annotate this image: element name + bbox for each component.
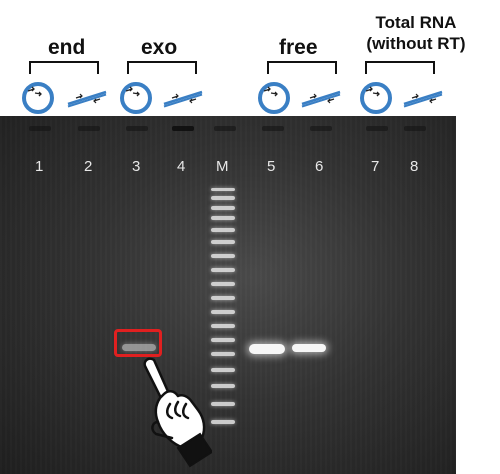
ladder-band [211, 384, 235, 388]
ladder-band [211, 282, 235, 286]
ladder-band [211, 228, 235, 232]
ladder-band [211, 240, 235, 244]
bracket-free [267, 61, 337, 74]
gel-well [172, 126, 194, 131]
sample-band-lane-3 [122, 344, 156, 351]
ladder-band [211, 216, 235, 220]
ladder-band [211, 324, 235, 328]
gel-well [310, 126, 332, 131]
lane-label-7: 7 [371, 158, 380, 175]
ladder-band [211, 310, 235, 314]
group-label-exo: exo [141, 36, 178, 59]
linear-template-icon [301, 90, 341, 108]
ladder-band [211, 402, 235, 406]
group-label-total-rna: Total RNA (without RT) [356, 12, 476, 54]
right-margin [456, 116, 500, 474]
group-label-free: free [279, 36, 318, 59]
ladder-band [211, 338, 235, 342]
circular-template-icon [360, 82, 392, 114]
ladder-band [211, 420, 235, 424]
sample-band-lane-6 [292, 344, 326, 352]
group-label-total-rna-line2: (without RT) [366, 34, 466, 53]
lane-label-1: 1 [35, 158, 44, 175]
gel-well [366, 126, 388, 131]
ladder-band [211, 254, 235, 258]
gel-image: 1 2 3 4 M 5 6 7 8 [0, 116, 456, 474]
linear-template-icon [67, 90, 107, 108]
circular-template-icon [258, 82, 290, 114]
circular-template-icon [120, 82, 152, 114]
gel-well [214, 126, 236, 131]
gel-well [262, 126, 284, 131]
lane-label-2: 2 [84, 158, 93, 175]
ladder-band [211, 368, 235, 372]
bracket-total-rna [365, 61, 435, 74]
lane-label-8: 8 [410, 158, 419, 175]
sample-band-lane-5 [249, 344, 285, 354]
header-area: end exo free Total RNA (without RT) [0, 0, 500, 116]
pointing-hand-icon [143, 357, 212, 468]
bracket-end [29, 61, 99, 74]
ladder-band [211, 352, 235, 356]
gel-well [404, 126, 426, 131]
group-label-total-rna-line1: Total RNA [375, 13, 457, 32]
lane-label-6: 6 [315, 158, 324, 175]
linear-template-icon [163, 90, 203, 108]
linear-template-icon [403, 90, 443, 108]
lane-label-5: 5 [267, 158, 276, 175]
group-label-end: end [48, 36, 86, 59]
bracket-exo [127, 61, 197, 74]
ladder-band [211, 206, 235, 210]
lane-label-4: 4 [177, 158, 186, 175]
ladder-band [211, 296, 235, 300]
lane-label-3: 3 [132, 158, 141, 175]
circular-template-icon [22, 82, 54, 114]
gel-well [78, 126, 100, 131]
gel-texture [0, 116, 456, 474]
highlight-box [114, 329, 162, 357]
ladder-band [211, 268, 235, 272]
ladder-band [211, 188, 235, 191]
gel-well [126, 126, 148, 131]
ladder-band [211, 196, 235, 200]
lane-label-marker: M [216, 158, 229, 175]
gel-well [29, 126, 51, 131]
